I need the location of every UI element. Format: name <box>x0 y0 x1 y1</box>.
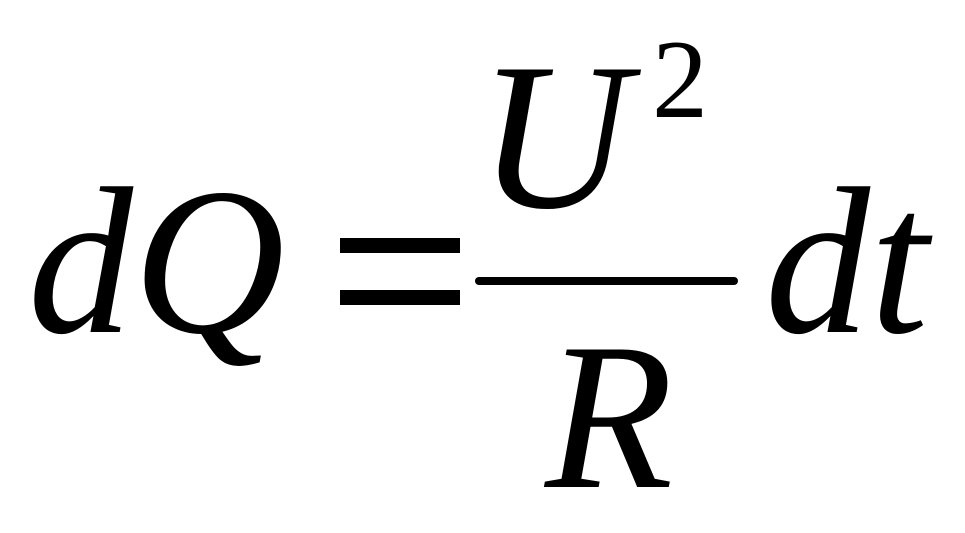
equals-bar-bottom <box>340 290 460 305</box>
numerator-u: U <box>478 21 630 253</box>
exponent-2: 2 <box>652 18 708 142</box>
equals-bar-top <box>340 238 460 253</box>
differential-dt: dt <box>765 146 929 378</box>
fraction-line <box>475 277 738 285</box>
denominator-r: R <box>545 301 674 533</box>
lhs-dq: dQ <box>28 146 285 378</box>
